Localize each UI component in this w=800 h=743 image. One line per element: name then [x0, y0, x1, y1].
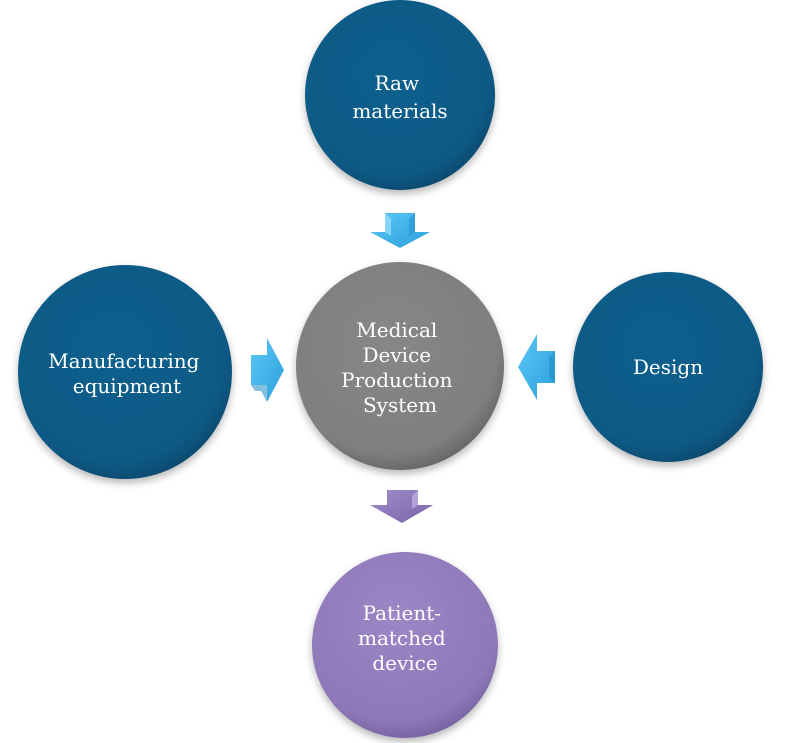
arrow-down-output: [370, 490, 433, 523]
center-label: Medical Device Production System: [341, 318, 459, 417]
node-center: Medical Device Production System: [296, 262, 504, 470]
node-manufacturing-equipment: Manufacturing equipment: [18, 265, 232, 479]
raw-materials-circle: [305, 0, 495, 190]
center-line-4: System: [363, 393, 437, 417]
node-raw-materials: Raw materials: [305, 0, 495, 190]
output-line-2: matched: [358, 626, 446, 650]
manufacturing-equipment-line-2: equipment: [73, 374, 181, 398]
center-line-2: Device: [363, 343, 432, 367]
manufacturing-equipment-circle: [18, 265, 232, 479]
node-output: Patient- matched device: [312, 552, 498, 738]
center-circle: [296, 262, 504, 470]
center-line-1: Medical: [356, 318, 437, 342]
output-label: Patient- matched device: [358, 601, 452, 675]
output-line-1: Patient-: [363, 601, 441, 625]
node-design: Design: [573, 272, 763, 462]
design-line-1: Design: [633, 355, 703, 379]
arrow-left-design: [518, 334, 555, 400]
center-line-3: Production: [341, 368, 452, 392]
arrow-down-raw-materials: [370, 213, 430, 248]
manufacturing-equipment-label: Manufacturing equipment: [48, 349, 206, 398]
arrow-right-manufacturing: [251, 338, 284, 402]
manufacturing-equipment-line-1: Manufacturing: [48, 349, 199, 373]
output-line-3: device: [372, 651, 437, 675]
raw-materials-line-1: Raw: [375, 71, 420, 95]
raw-materials-label: Raw materials: [352, 71, 447, 123]
output-circle: [312, 552, 498, 738]
raw-materials-line-2: materials: [352, 99, 447, 123]
design-circle: [573, 272, 763, 462]
design-label: Design: [633, 355, 703, 379]
